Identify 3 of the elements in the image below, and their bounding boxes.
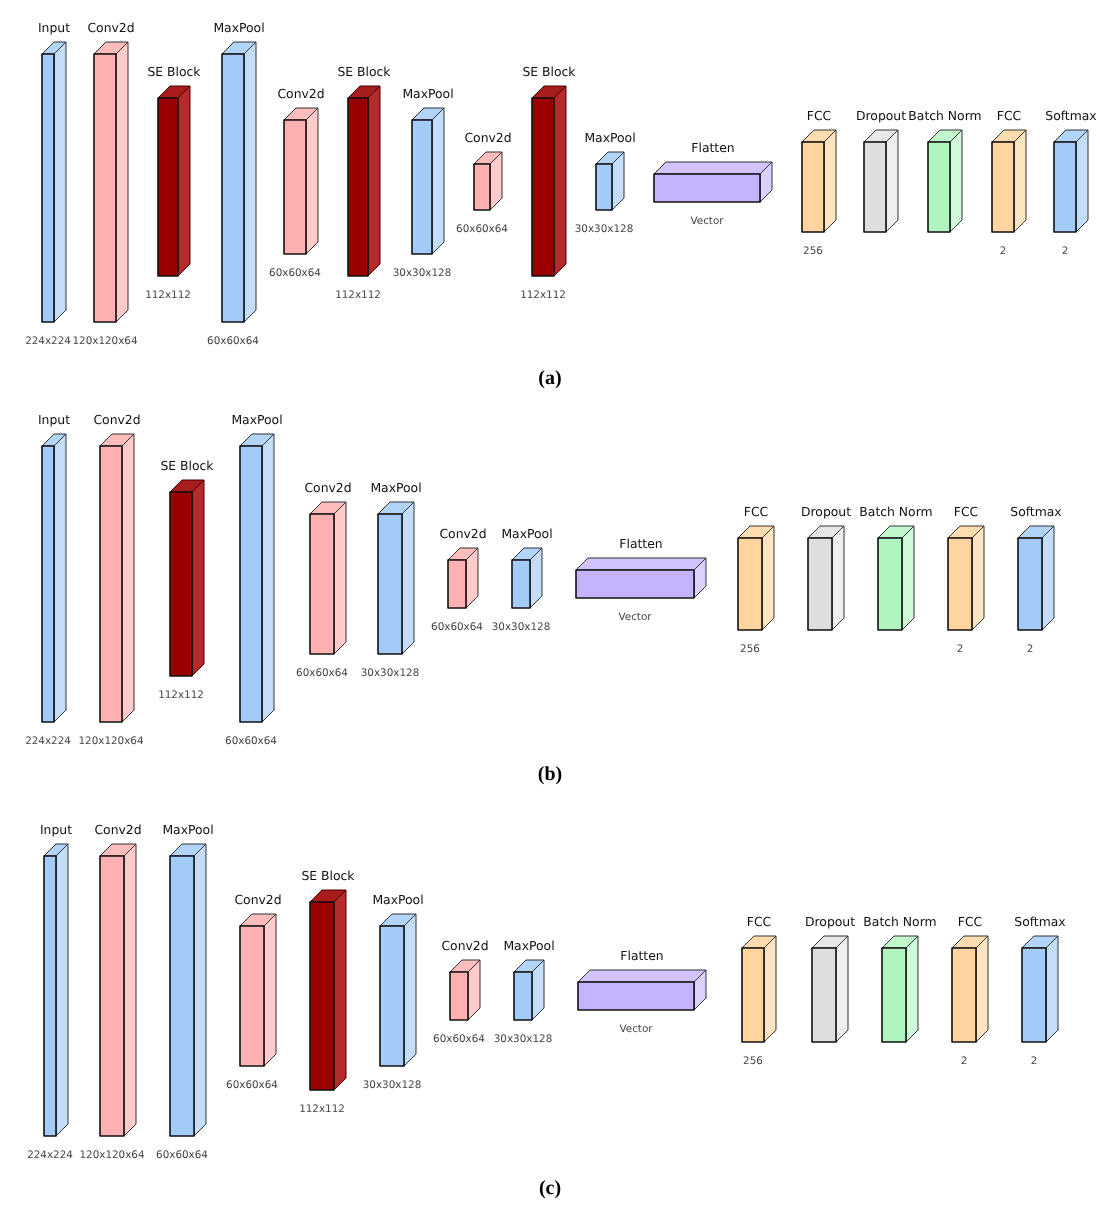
panel-label: (c) (538, 1180, 562, 1200)
panel-label: (b) (537, 766, 563, 786)
panel-label: (a) (538, 370, 562, 390)
